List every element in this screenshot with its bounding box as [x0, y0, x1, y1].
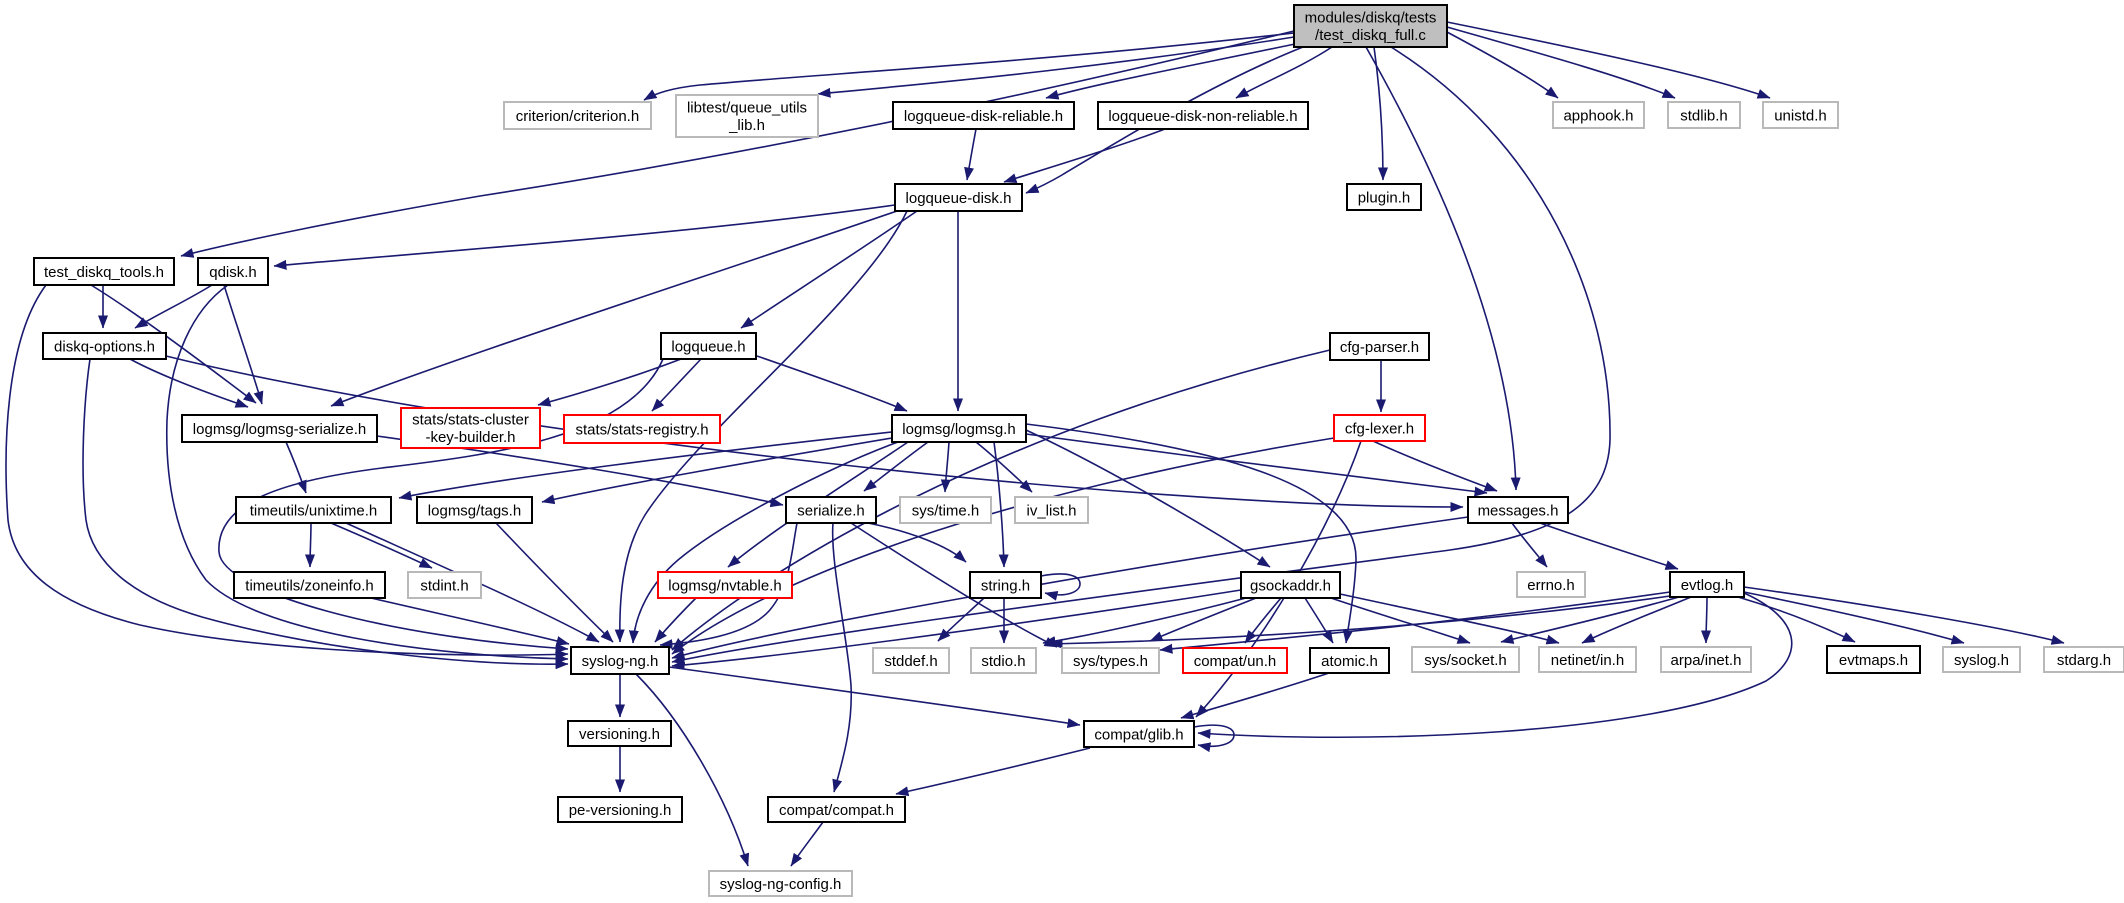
- svg-text:syslog.h: syslog.h: [1954, 652, 2009, 669]
- svg-text:logqueue-disk-non-reliable.h: logqueue-disk-non-reliable.h: [1108, 108, 1297, 125]
- svg-text:/test_diskq_full.c: /test_diskq_full.c: [1315, 27, 1426, 44]
- svg-text:qdisk.h: qdisk.h: [209, 264, 257, 281]
- svg-text:apphook.h: apphook.h: [1563, 107, 1633, 124]
- svg-text:sys/types.h: sys/types.h: [1073, 653, 1148, 670]
- svg-text:_lib.h: _lib.h: [728, 117, 765, 134]
- svg-text:logmsg/logmsg.h: logmsg/logmsg.h: [902, 421, 1015, 438]
- svg-text:cfg-lexer.h: cfg-lexer.h: [1345, 420, 1414, 437]
- svg-text:unistd.h: unistd.h: [1774, 107, 1827, 124]
- svg-text:evtlog.h: evtlog.h: [1681, 577, 1734, 594]
- svg-text:errno.h: errno.h: [1527, 577, 1575, 594]
- svg-text:modules/diskq/tests: modules/diskq/tests: [1305, 10, 1437, 27]
- svg-text:test_diskq_tools.h: test_diskq_tools.h: [44, 264, 164, 281]
- svg-text:iv_list.h: iv_list.h: [1026, 502, 1076, 519]
- svg-text:stddef.h: stddef.h: [884, 653, 937, 670]
- svg-text:versioning.h: versioning.h: [579, 726, 660, 743]
- svg-text:syslog-ng-config.h: syslog-ng-config.h: [720, 876, 842, 893]
- svg-text:pe-versioning.h: pe-versioning.h: [569, 802, 672, 819]
- svg-text:stats/stats-registry.h: stats/stats-registry.h: [575, 421, 708, 438]
- svg-text:gsockaddr.h: gsockaddr.h: [1250, 577, 1331, 594]
- svg-text:stdint.h: stdint.h: [420, 577, 468, 594]
- svg-text:logqueue-disk.h: logqueue-disk.h: [906, 190, 1012, 207]
- svg-text:syslog-ng.h: syslog-ng.h: [582, 653, 659, 670]
- svg-text:timeutils/zoneinfo.h: timeutils/zoneinfo.h: [245, 577, 373, 594]
- svg-text:atomic.h: atomic.h: [1321, 653, 1378, 670]
- svg-text:evtmaps.h: evtmaps.h: [1839, 652, 1908, 669]
- svg-text:-key-builder.h: -key-builder.h: [425, 429, 515, 446]
- svg-text:stats/stats-cluster: stats/stats-cluster: [412, 412, 529, 429]
- svg-text:sys/time.h: sys/time.h: [912, 502, 980, 519]
- svg-text:logqueue.h: logqueue.h: [671, 338, 745, 355]
- svg-text:stdarg.h: stdarg.h: [2057, 652, 2111, 669]
- svg-text:compat/compat.h: compat/compat.h: [779, 802, 894, 819]
- svg-text:plugin.h: plugin.h: [1358, 189, 1411, 206]
- svg-text:compat/glib.h: compat/glib.h: [1094, 726, 1183, 743]
- svg-text:logmsg/nvtable.h: logmsg/nvtable.h: [668, 577, 781, 594]
- svg-text:stdlib.h: stdlib.h: [1680, 107, 1728, 124]
- svg-text:cfg-parser.h: cfg-parser.h: [1340, 339, 1419, 356]
- svg-text:logmsg/tags.h: logmsg/tags.h: [428, 502, 521, 519]
- svg-text:sys/socket.h: sys/socket.h: [1424, 652, 1507, 669]
- svg-text:arpa/inet.h: arpa/inet.h: [1671, 652, 1742, 669]
- svg-text:serialize.h: serialize.h: [797, 502, 865, 519]
- svg-text:netinet/in.h: netinet/in.h: [1551, 652, 1624, 669]
- svg-text:diskq-options.h: diskq-options.h: [54, 338, 155, 355]
- svg-text:string.h: string.h: [981, 577, 1030, 594]
- svg-text:messages.h: messages.h: [1478, 502, 1559, 519]
- svg-text:compat/un.h: compat/un.h: [1194, 653, 1277, 670]
- svg-text:logqueue-disk-reliable.h: logqueue-disk-reliable.h: [904, 108, 1063, 125]
- svg-text:criterion/criterion.h: criterion/criterion.h: [516, 108, 639, 125]
- svg-text:libtest/queue_utils: libtest/queue_utils: [687, 100, 807, 117]
- svg-text:timeutils/unixtime.h: timeutils/unixtime.h: [250, 502, 378, 519]
- svg-text:stdio.h: stdio.h: [981, 653, 1025, 670]
- svg-text:logmsg/logmsg-serialize.h: logmsg/logmsg-serialize.h: [193, 421, 366, 438]
